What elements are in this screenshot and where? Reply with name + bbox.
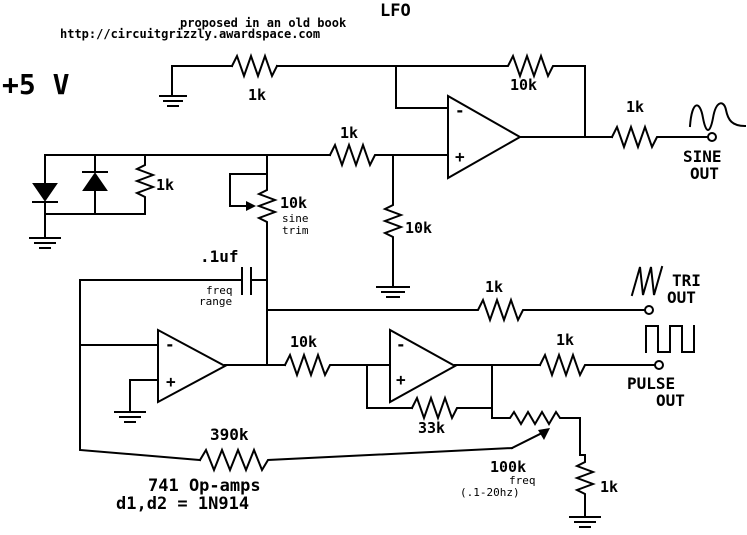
resistor-10k-to-comparator: 10k [283, 333, 391, 379]
pot-name-label: sine [282, 212, 309, 225]
resistor-label: 1k [485, 278, 503, 296]
resistor-1k-sine-in: 1k [328, 124, 449, 169]
resistor-label: 10k [405, 219, 432, 237]
opamp-plus-sign: + [455, 147, 465, 166]
capacitor-freq-range: .1uf freq range [79, 247, 268, 346]
resistor-1k-diode-load: 1k [94, 154, 174, 215]
opamp-minus-sign: - [165, 335, 175, 354]
opamp-plus-sign: + [166, 372, 176, 391]
pot-value-label: 100k [490, 458, 526, 476]
opamp-minus-sign: - [455, 101, 465, 120]
opamp-sine-buffer: - + [447, 94, 523, 180]
ground-symbol [114, 411, 146, 423]
resistor-1k-tri-out: 1k [266, 278, 646, 324]
resistor-label: 1k [626, 98, 644, 116]
sine-out-terminal [707, 132, 717, 142]
diode-d1-icon [32, 183, 58, 203]
resistor-label: 1k [248, 86, 266, 104]
pot-desc-label: freq [509, 474, 536, 487]
resistor-1k-freq-ground: 1k [574, 454, 618, 516]
resistor-label: 33k [418, 419, 445, 437]
ground-symbol [569, 516, 601, 528]
pulse-out-label: OUT [656, 391, 685, 410]
opamp-comparator: - + [389, 328, 458, 404]
opamp-plus-sign: + [396, 370, 406, 389]
resistor-label: 1k [556, 331, 574, 349]
resistor-33k-hysteresis: 33k [410, 394, 493, 437]
resistor-label: 1k [340, 124, 358, 142]
sine-out-label: SINE [683, 147, 722, 166]
square-wave-icon [645, 325, 695, 353]
pulse-out-terminal [654, 360, 664, 370]
pot-value-label: 10k [280, 194, 307, 212]
sine-out-label: OUT [690, 164, 719, 183]
potentiometer-freq: 100k freq (.1-20hz) [460, 410, 581, 499]
sine-wave-icon [688, 102, 747, 131]
tri-out-label: TRI [672, 271, 701, 290]
ground-symbol [29, 213, 61, 249]
cap-desc-label: range [199, 295, 232, 308]
tri-out-terminal [644, 305, 654, 315]
resistor-1k-sine-out: 1k [610, 98, 709, 151]
cap-desc-label: freq [206, 284, 233, 297]
pot-desc-label: (.1-20hz) [460, 486, 520, 499]
schematic-title: LFO [380, 1, 411, 21]
resistor-10k-feedback: 10k [395, 52, 586, 138]
resistor-label: 10k [290, 333, 317, 351]
note-diode-type: d1,d2 = 1N914 [116, 494, 249, 514]
schematic-subtitle: proposed in an old book [180, 16, 347, 30]
resistor-390k: 390k [198, 425, 514, 473]
opamp-minus-sign: - [396, 335, 406, 354]
note-opamp-type: 741 Op-amps [148, 476, 261, 496]
resistor-label: 1k [600, 478, 618, 496]
supply-label: +5 V [2, 68, 70, 101]
ground-symbol [159, 65, 233, 107]
resistor-label: 10k [510, 76, 537, 94]
pulse-out-label: PULSE [627, 374, 675, 393]
resistor-label: 1k [156, 176, 174, 194]
diode-d2-icon [82, 171, 108, 191]
potentiometer-sine-trim: 10k sine trim [229, 154, 309, 366]
source-url: http://circuitgrizzly.awardspace.com [60, 27, 320, 41]
resistor-1k-pulse-out: 1k [538, 331, 656, 379]
tri-out-label: OUT [667, 288, 696, 307]
pot-name-label: trim [282, 224, 309, 237]
ground-symbol [376, 286, 410, 298]
cap-value-label: .1uf [200, 247, 239, 266]
resistor-1k-ground-in: 1k [230, 52, 279, 104]
triangle-wave-icon [630, 265, 664, 297]
resistor-10k-divider: 10k [382, 154, 432, 286]
resistor-label: 390k [210, 425, 249, 444]
opamp-integrator: - + [157, 328, 228, 404]
